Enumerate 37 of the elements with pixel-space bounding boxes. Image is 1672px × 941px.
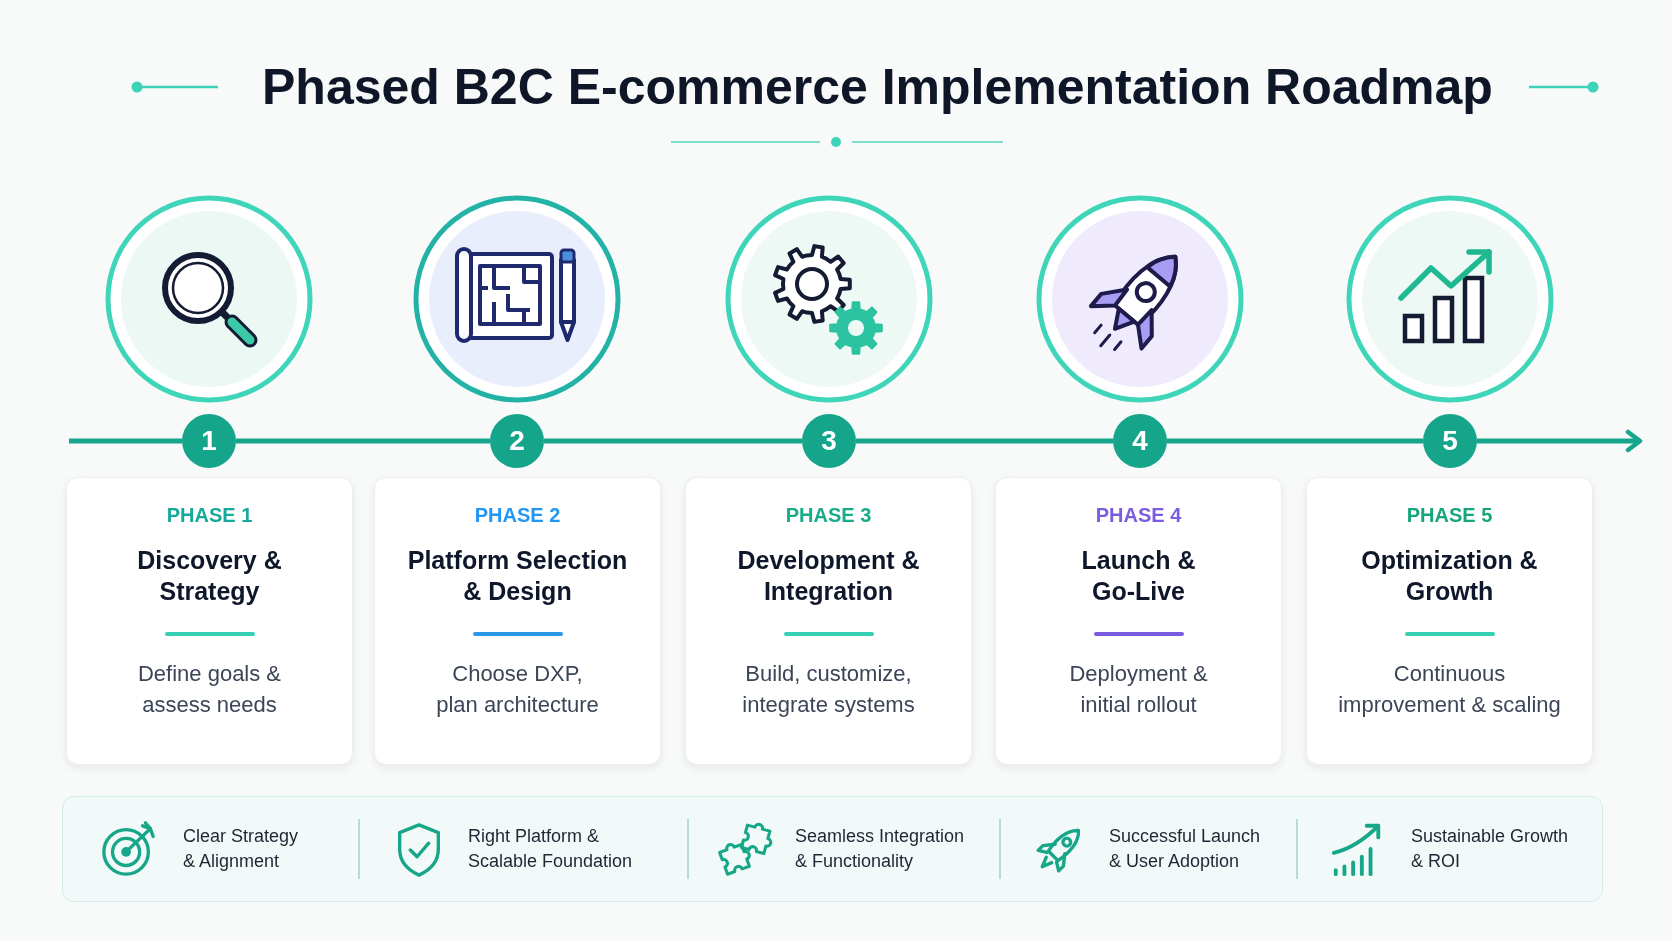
timeline-line [544,438,802,444]
phase-description: Build, customize, integrate systems [741,660,916,719]
phase-label: PHASE 5 [1406,503,1493,528]
phase-description: Continuous improvement & scaling [1337,660,1562,719]
benefit-text: Clear Strategy & Alignment [183,825,300,873]
step-number: 3 [802,414,856,468]
title: Phased B2C E-commerce Implementation Roadmap [262,58,1493,117]
timeline-line [236,438,490,444]
phase-label: PHASE 1 [166,503,253,528]
benefit-text: Successful Launch & User Adoption [1109,825,1262,873]
phase-label: PHASE 4 [1095,503,1182,528]
phase-card [685,477,972,765]
timeline-line [1167,438,1423,444]
step-number: 4 [1113,414,1167,468]
phase-title: Platform Selection & Design [406,545,629,607]
phase-description: Define goals & assess needs [136,660,283,719]
phase-card [1306,477,1593,765]
phase-title: Development & Integration [736,545,921,607]
phase-title: Optimization & Growth [1360,545,1539,607]
benefit-text: Sustainable Growth & ROI [1411,825,1570,873]
benefit-text: Right Platform & Scalable Foundation [468,825,634,873]
phase-description: Deployment & initial rollout [1068,660,1209,719]
phase-label: PHASE 2 [474,503,561,528]
step-number: 2 [490,414,544,468]
step-number: 5 [1423,414,1477,468]
phase-title: Discovery & Strategy [136,545,283,607]
phase-card [374,477,661,765]
timeline-line [856,438,1113,444]
phase-description: Choose DXP, plan architecture [435,660,600,719]
timeline-line [69,438,182,444]
phase-card [66,477,353,765]
phase-title: Launch & Go-Live [1080,545,1197,607]
step-number: 1 [182,414,236,468]
phase-label: PHASE 3 [785,503,872,528]
phase-card [995,477,1282,765]
timeline-arrow [1477,429,1643,453]
benefit-text: Seamless Integration & Functionality [795,825,966,873]
